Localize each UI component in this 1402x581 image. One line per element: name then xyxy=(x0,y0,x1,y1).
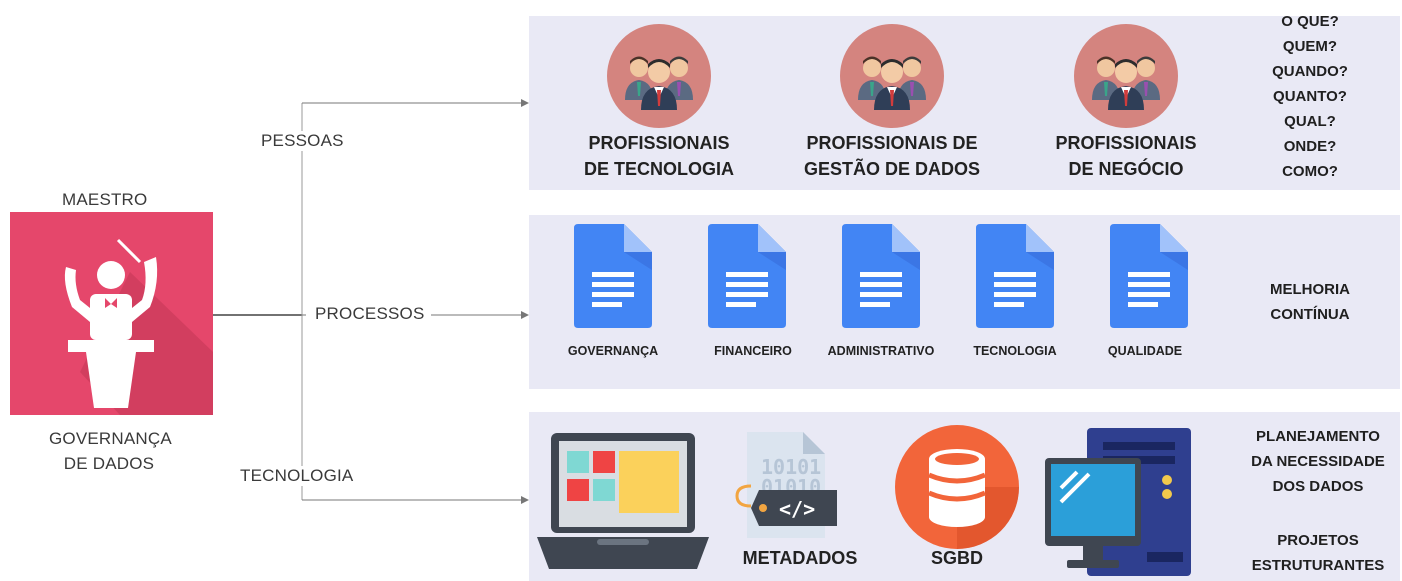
planning-line-3: DOS DADOS xyxy=(1272,478,1364,495)
document-icon xyxy=(1110,224,1188,328)
branch-tecnologia: TECNOLOGIA xyxy=(240,466,354,486)
people-label-3: PROFISSIONAIS DE NEGÓCIO xyxy=(1016,130,1236,182)
branch-processos: PROCESSOS xyxy=(313,304,427,324)
maestro-label: MAESTRO xyxy=(62,190,148,209)
questions-list: O QUE? QUEM? QUANDO? QUANTO? QUAL? ONDE?… xyxy=(1255,9,1365,184)
planning-line-2: DA NECESSIDADE xyxy=(1251,453,1385,470)
sgbd-label: SGBD xyxy=(930,548,983,568)
projects-label: PROJETOS ESTRUTURANTES xyxy=(1238,528,1398,578)
process-label-governanca: GOVERNANÇA xyxy=(567,344,659,358)
people-label-2: PROFISSIONAIS DE GESTÃO DE DADOS xyxy=(782,130,1002,182)
question-3: QUANDO? xyxy=(1272,63,1348,80)
governance-label: GOVERNANÇA DE DADOS xyxy=(49,426,172,476)
people-label-1-line1: PROFISSIONAIS xyxy=(588,133,730,153)
question-1: O QUE? xyxy=(1281,13,1339,30)
process-label-qualidade: QUALIDADE xyxy=(1107,344,1183,358)
planning-line-1: PLANEJAMENTO xyxy=(1256,428,1380,445)
maestro-icon xyxy=(10,212,213,415)
process-label-financeiro: FINANCEIRO xyxy=(714,344,792,358)
question-2: QUEM? xyxy=(1282,38,1338,55)
improvement-line-1: MELHORIA xyxy=(1270,281,1350,298)
document-icon xyxy=(574,224,652,328)
projects-line-1: PROJETOS xyxy=(1277,532,1359,549)
people-label-3-line2: DE NEGÓCIO xyxy=(1068,159,1184,179)
question-6: ONDE? xyxy=(1283,138,1337,155)
process-label-administrativo: ADMINISTRATIVO xyxy=(827,344,935,358)
group-icon xyxy=(607,24,711,128)
question-7: COMO? xyxy=(1282,163,1338,180)
laptop-icon xyxy=(537,433,709,569)
people-label-2-line2: GESTÃO DE DADOS xyxy=(803,159,981,179)
group-icon xyxy=(1074,24,1178,128)
group-icon xyxy=(840,24,944,128)
metadata-icon: 10101 01010 </> xyxy=(735,432,837,538)
people-label-1-line2: DE TECNOLOGIA xyxy=(583,159,734,179)
people-label-3-line1: PROFISSIONAIS xyxy=(1055,133,1197,153)
process-label-tecnologia: TECNOLOGIA xyxy=(973,344,1057,358)
people-label-2-line1: PROFISSIONAIS DE xyxy=(806,133,978,153)
svg-text:</>: </> xyxy=(779,497,815,521)
governance-line-1: GOVERNANÇA xyxy=(49,429,172,448)
improvement-line-2: CONTÍNUA xyxy=(1270,306,1350,323)
projects-line-2: ESTRUTURANTES xyxy=(1251,557,1385,574)
branch-pessoas: PESSOAS xyxy=(261,131,344,151)
document-icon xyxy=(708,224,786,328)
people-label-1: PROFISSIONAIS DE TECNOLOGIA xyxy=(549,130,769,182)
governance-line-2: DE DADOS xyxy=(63,454,155,473)
desktop-computer-icon xyxy=(1045,428,1191,576)
question-4: QUANTO? xyxy=(1273,88,1347,105)
document-icon xyxy=(842,224,920,328)
processes-panel xyxy=(529,215,1400,389)
metadata-label: METADADOS xyxy=(742,548,858,568)
improvement-label: MELHORIA CONTÍNUA xyxy=(1250,277,1370,327)
svg-text:10101: 10101 xyxy=(761,455,821,479)
document-icon xyxy=(976,224,1054,328)
question-5: QUAL? xyxy=(1284,113,1336,130)
planning-label: PLANEJAMENTO DA NECESSIDADE DOS DADOS xyxy=(1238,424,1398,499)
database-icon xyxy=(895,425,1019,549)
